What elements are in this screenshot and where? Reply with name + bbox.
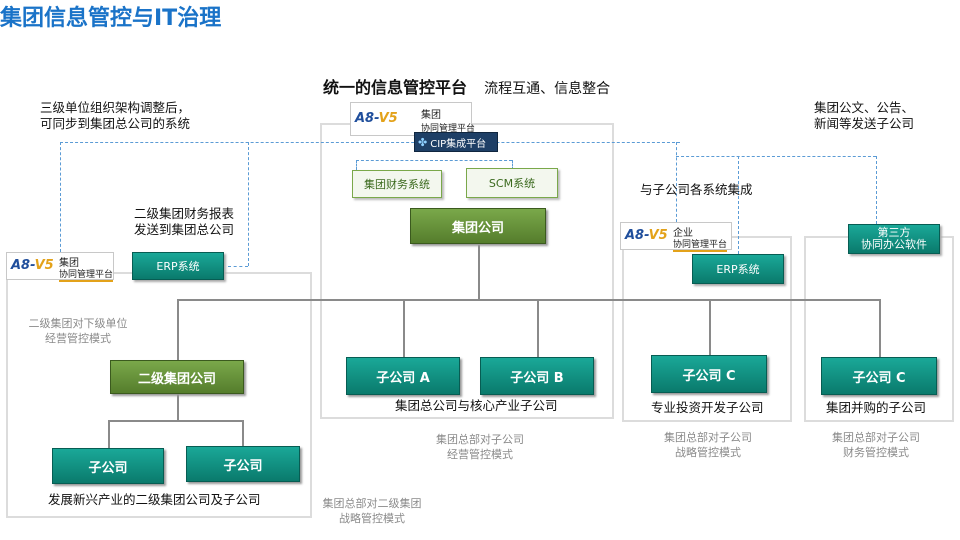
dashed-link-right (676, 156, 876, 157)
org-line-sub-b (537, 299, 539, 357)
subsidiary-c-invest-box: 子公司 C (651, 355, 767, 393)
left-platform-logo: A8-V5 集团 协同管理平台 (6, 252, 114, 282)
caption-merged: 集团并购的子公司 (826, 400, 927, 415)
org-line-left-sub-2 (242, 420, 244, 446)
second-group-company-box: 二级集团公司 (110, 360, 244, 394)
left-subsidiary-2-box: 子公司 (186, 446, 300, 482)
a8-logo-mark: A8-V5 (625, 228, 668, 243)
cip-platform: ✤ CIP集成平台 (414, 132, 498, 152)
a8-logo-mark: A8-V5 (11, 258, 54, 273)
subsidiary-c-merged-box: 子公司 C (821, 357, 937, 395)
platform-heading: 统一的信息管控平台 (323, 78, 468, 97)
cip-label: CIP集成平台 (430, 138, 487, 150)
org-line-second-horizontal (108, 420, 244, 422)
org-line-second-group (177, 299, 179, 361)
top-logo-line1: 集团 (421, 110, 441, 121)
org-line-second-down (177, 394, 179, 420)
dashed-link-erp-left-h (228, 266, 248, 267)
mode-strategy: 集团总部对子公司战略管控模式 (664, 431, 752, 459)
page-title: 集团信息管控与IT治理 (0, 6, 222, 31)
mode-finance: 集团总部对子公司财务管控模式 (832, 431, 920, 459)
left-subsidiary-1-box: 子公司 (52, 448, 164, 484)
erp-left-box: ERP系统 (132, 252, 224, 280)
third-party-line1: 第三方 (877, 226, 911, 239)
dashed-link-erp-right (738, 156, 739, 254)
org-line-sub-a (403, 299, 405, 357)
org-line-sub-c2 (879, 299, 881, 357)
org-line-left-sub-1 (108, 420, 110, 448)
mode-second-strategy: 集团总部对二级集团战略管控模式 (322, 497, 422, 525)
group-company-box: 集团公司 (410, 208, 546, 244)
dashed-link-integration (676, 142, 677, 222)
dashed-link-cip-sub (356, 160, 512, 161)
subsidiary-a-box: 子公司 A (346, 357, 460, 395)
left-logo-line1: 集团 (59, 258, 79, 269)
left-logo-line2: 协同管理平台 (59, 267, 114, 282)
third-party-line2: 协同办公软件 (861, 238, 927, 251)
right-logo-line2: 协同管理平台 (673, 237, 728, 252)
finance-system-box: 集团财务系统 (352, 170, 442, 198)
right-logo-line1: 企业 (673, 228, 693, 239)
dashed-link-erp-left (248, 142, 249, 266)
caption-emerging: 发展新兴产业的二级集团公司及子公司 (48, 492, 261, 507)
dashed-link-top (60, 142, 680, 143)
dashed-link-third-party (876, 156, 877, 224)
mode-core: 集团总部对子公司经营管控模式 (436, 433, 524, 461)
mode-second-lower: 二级集团对下级单位经营管控模式 (28, 317, 128, 345)
org-line-group-down (478, 245, 480, 300)
scm-system-box: SCM系统 (466, 168, 558, 198)
platform-heading-row: 统一的信息管控平台 流程互通、信息整合 (323, 74, 610, 98)
caption-core: 集团总公司与核心产业子公司 (395, 398, 558, 413)
note-org-sync: 三级单位组织架构调整后，可同步到集团总公司的系统 (40, 100, 191, 131)
caption-invest: 专业投资开发子公司 (651, 400, 764, 415)
third-party-box: 第三方 协同办公软件 (848, 224, 940, 254)
dashed-link-finance (356, 160, 357, 170)
a8-logo-mark: A8-V5 (355, 111, 398, 126)
right-platform-logo: A8-V5 企业 协同管理平台 (620, 222, 732, 252)
platform-subheading: 流程互通、信息整合 (484, 81, 611, 97)
dashed-link-scm (512, 160, 513, 170)
note-finance-report: 二级集团财务报表发送到集团总公司 (134, 206, 235, 237)
erp-right-box: ERP系统 (692, 254, 784, 284)
dashed-link-left-down (60, 142, 61, 252)
note-integration: 与子公司各系统集成 (640, 182, 753, 197)
subsidiary-b-box: 子公司 B (480, 357, 594, 395)
org-line-sub-c1 (709, 299, 711, 355)
top-platform-logo: A8-V5 集团 协同管理平台 (350, 102, 476, 136)
cip-icon: ✤ (418, 135, 428, 149)
org-line-main-horizontal (177, 299, 881, 301)
note-documents: 集团公文、公告、新闻等发送子公司 (814, 100, 915, 131)
